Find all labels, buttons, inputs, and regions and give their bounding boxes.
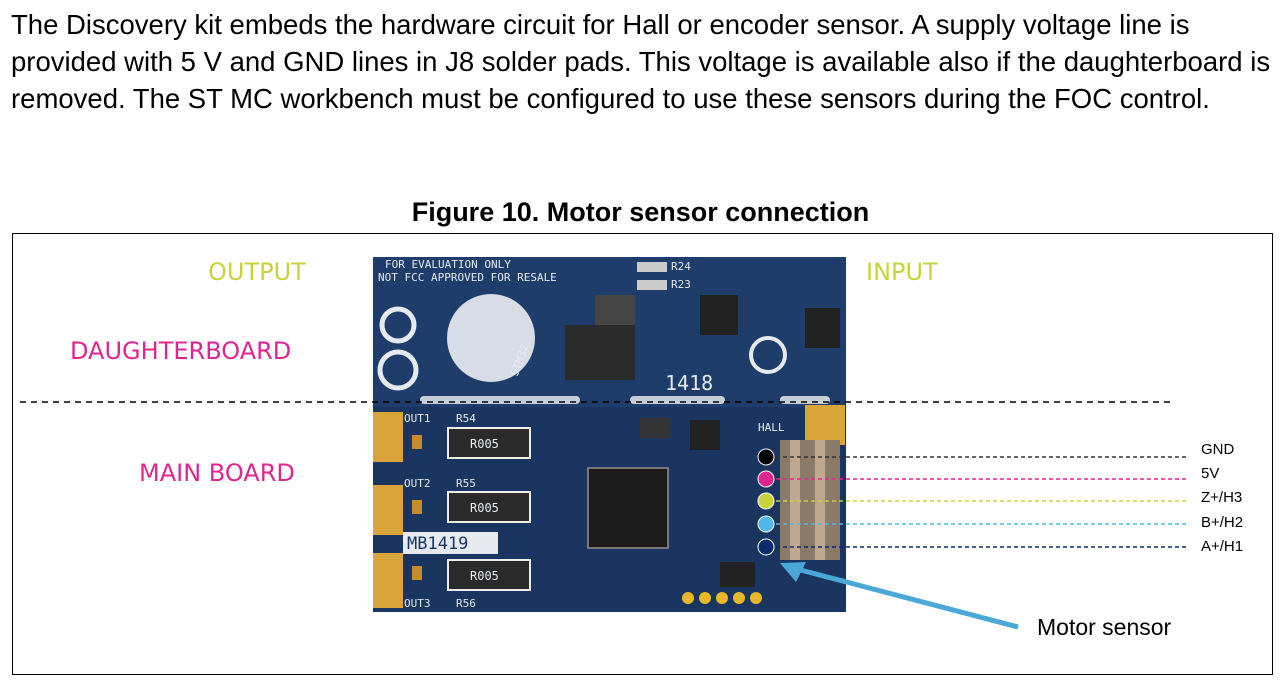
eval-line1: FOR EVALUATION ONLY <box>385 258 511 271</box>
svg-text:OUT2: OUT2 <box>404 477 431 490</box>
mcu-chip <box>587 467 669 549</box>
svg-text:R55: R55 <box>456 477 476 490</box>
r24-text: R24 <box>671 260 691 273</box>
pin-5v-label: 5V <box>1201 465 1220 482</box>
description-paragraph: The Discovery kit embeds the hardware ci… <box>11 9 1271 114</box>
power-pad-3 <box>373 553 403 608</box>
svg-text:R54: R54 <box>456 412 476 425</box>
motor-sensor-arrowhead <box>780 562 806 582</box>
figure-title: Figure 10. Motor sensor connection <box>411 197 870 227</box>
power-pad-1 <box>373 412 403 462</box>
shunt-r55 <box>447 491 531 523</box>
shunt-r54 <box>447 427 531 459</box>
pin-h2-label: B+/H2 <box>1201 514 1244 531</box>
hall-text: HALL <box>758 421 785 434</box>
svg-text:R56: R56 <box>456 597 476 610</box>
pin-h3-dot <box>757 492 775 510</box>
regulator-u3 <box>565 325 635 380</box>
svg-text:OUT3: OUT3 <box>404 597 431 610</box>
svg-text:R005: R005 <box>470 437 499 451</box>
pin-5v-dot <box>757 470 775 488</box>
pin-h1-label: A+/H1 <box>1201 538 1244 555</box>
figure-frame <box>12 233 1273 675</box>
svg-text:R005: R005 <box>470 501 499 515</box>
input-label: INPUT <box>866 258 938 286</box>
stm32-logo <box>447 294 535 382</box>
pin-h3-label: Z+/H3 <box>1201 489 1243 506</box>
motor-sensor-arrow <box>792 565 1019 630</box>
motor-sensor-label: Motor sensor <box>1037 614 1172 640</box>
chip-u5 <box>700 295 738 335</box>
svg-text:OUT1: OUT1 <box>404 412 431 425</box>
power-pad-2 <box>373 485 403 535</box>
date-code: 1418 <box>665 371 713 395</box>
output-label: OUTPUT <box>208 258 306 286</box>
svg-text:R005: R005 <box>470 569 499 583</box>
eval-line2: NOT FCC APPROVED FOR RESALE <box>378 271 557 284</box>
daughterboard-label: DAUGHTERBOARD <box>70 337 292 365</box>
pin-gnd-dot <box>757 448 775 466</box>
r23-text: R23 <box>671 278 691 291</box>
chip-u7 <box>805 308 840 348</box>
mb-label: MB1419 <box>407 534 468 554</box>
main-board-label: MAIN BOARD <box>139 459 295 487</box>
pin-gnd-label: GND <box>1201 441 1235 458</box>
gold-pad-right <box>805 405 845 445</box>
pin-h2-dot <box>757 515 775 533</box>
pin-h1-dot <box>757 538 775 556</box>
shunt-r56 <box>447 559 531 591</box>
